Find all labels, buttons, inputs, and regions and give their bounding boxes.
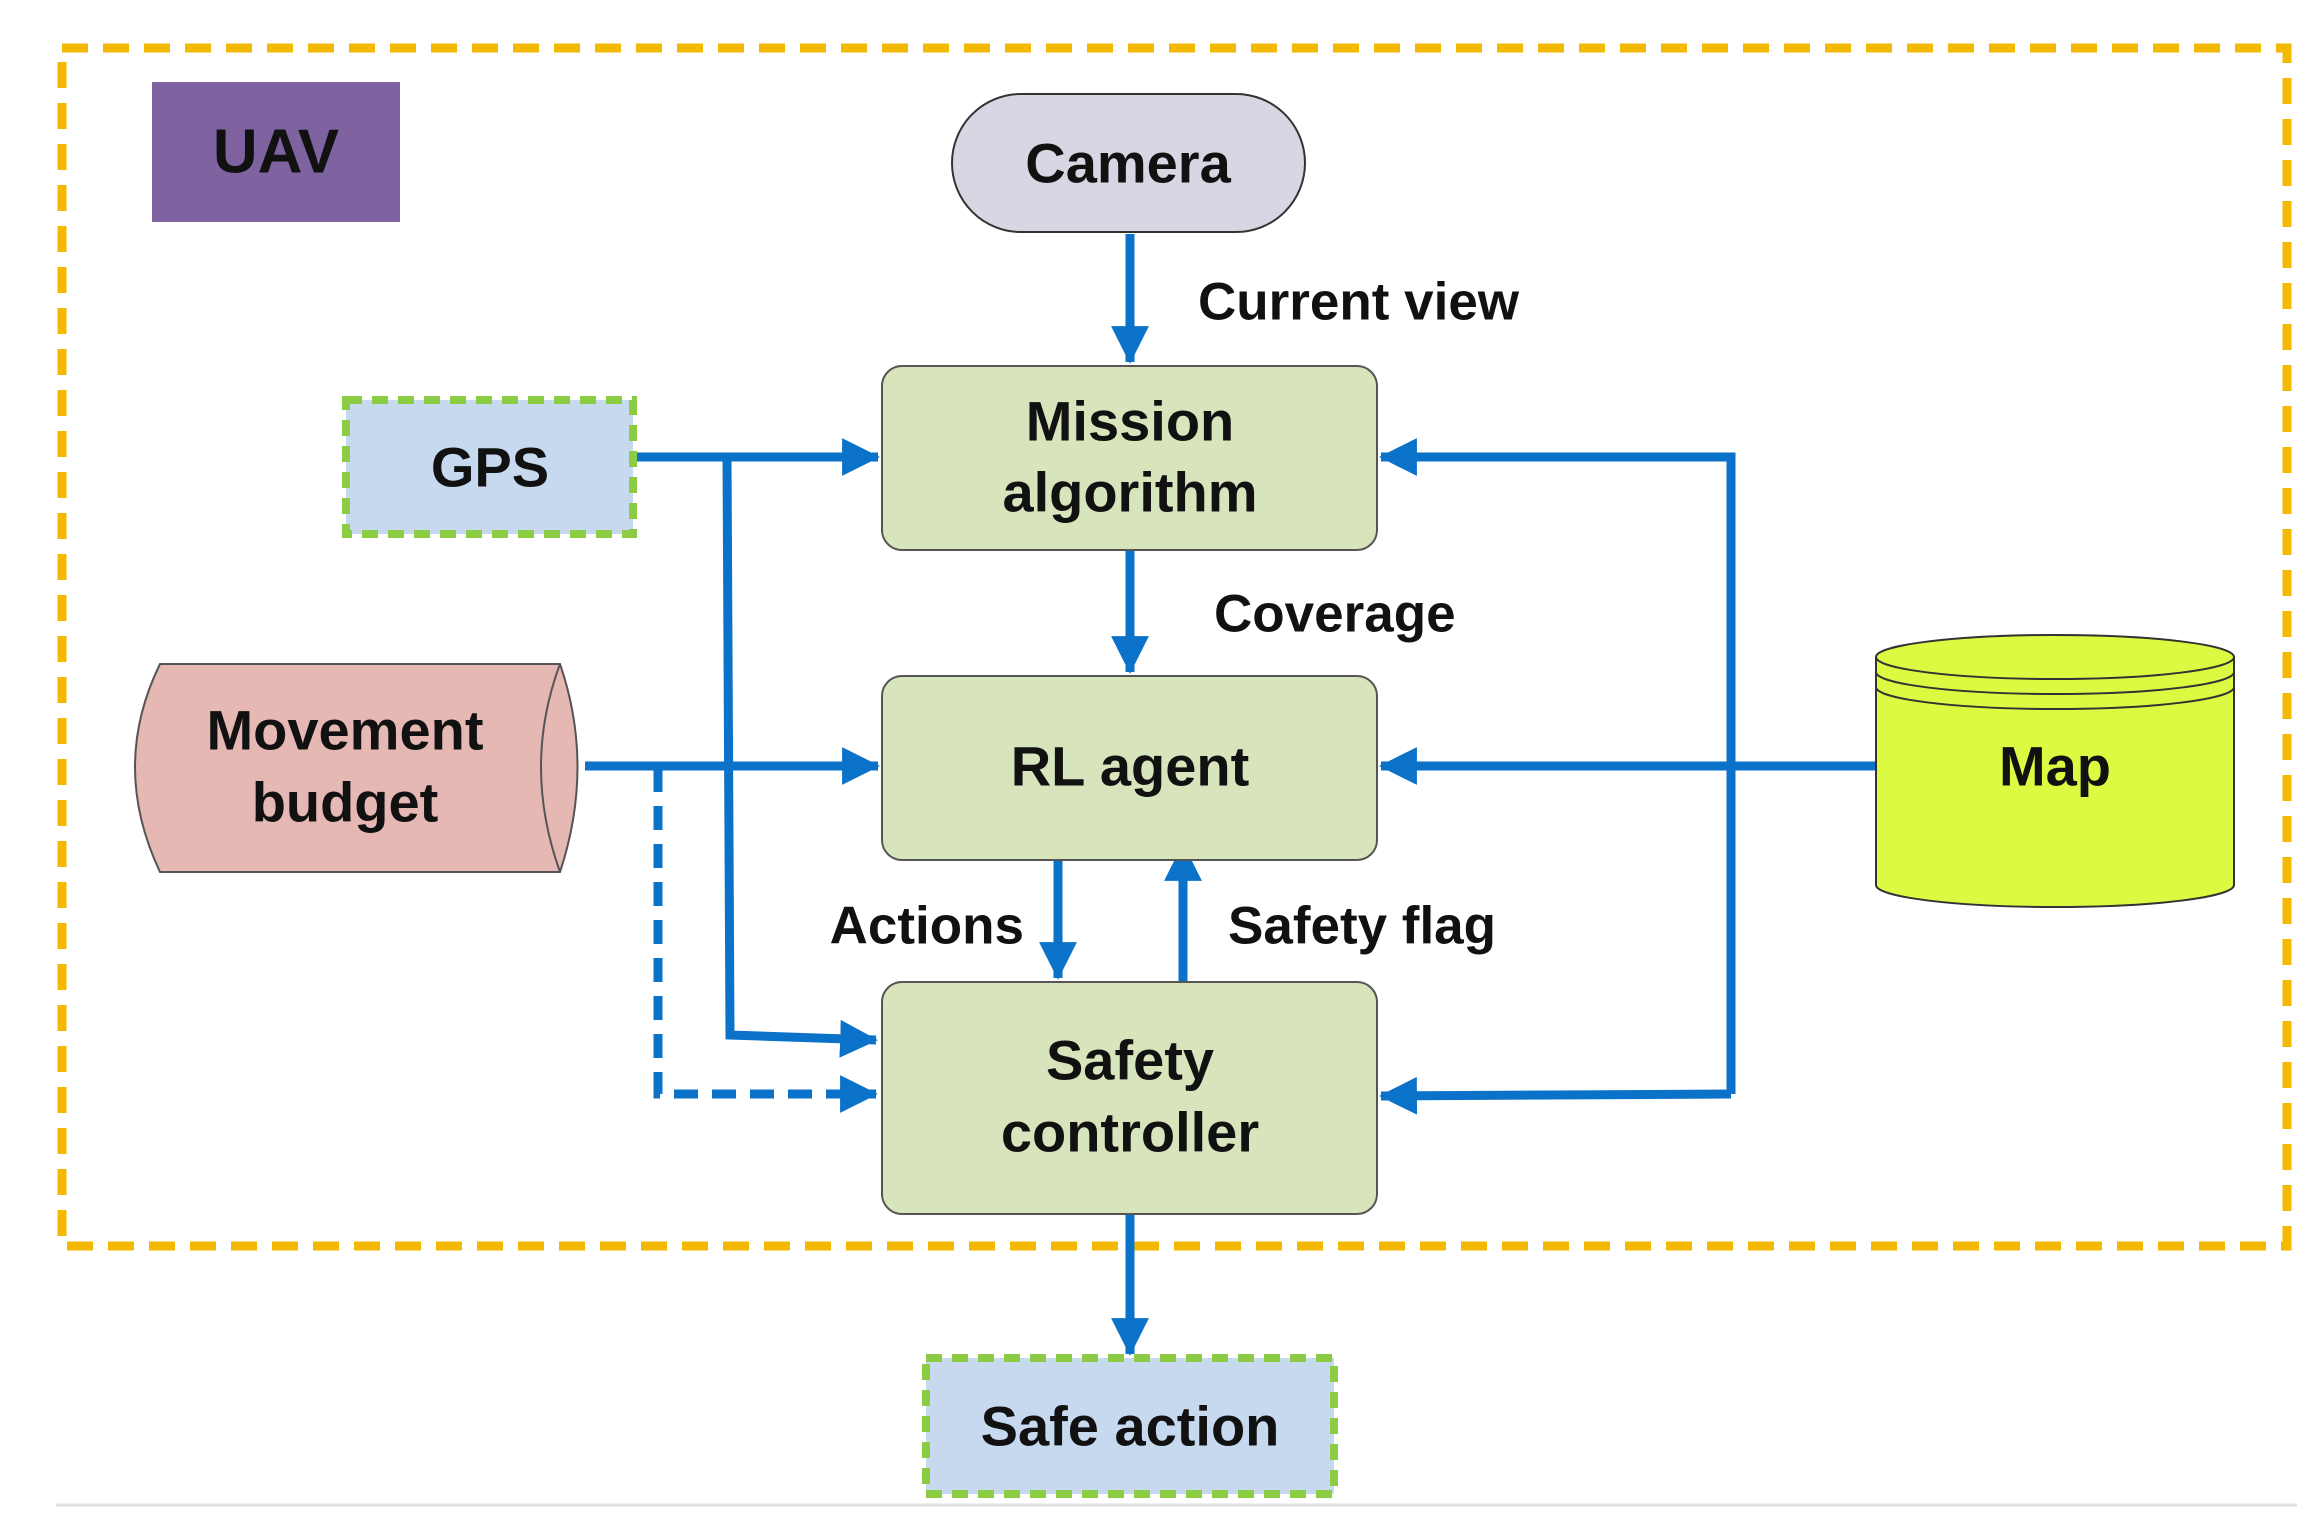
movement-label-line2: budget [252,771,439,834]
arrow-gps-to-safety [722,456,878,1058]
safe-action-node [922,1354,1338,1498]
map-node-ring-2 [1875,686,2235,710]
movement-budget-end-curve [540,663,561,873]
rl-agent-node [881,675,1378,861]
arrow-map-to-safety [1379,1076,1732,1115]
rl-agent-label: RL agent [1011,735,1250,798]
coverage-label: Coverage [1214,585,1456,644]
mission-algorithm-node [881,365,1378,551]
uav-frame [57,43,2292,1251]
safety-flag-label: Safety flag [1228,897,1496,956]
map-label: Map [1999,735,2111,798]
safety-label-line1: Safety [1046,1029,1214,1092]
uav-label: UAV [213,118,339,187]
safe-action-label: Safe action [981,1395,1280,1458]
safety-label-line2: controller [1001,1101,1259,1164]
mission-label-line1: Mission [1026,390,1234,453]
gps-label: GPS [431,436,549,499]
camera-node [951,93,1306,233]
actions-label: Actions [830,897,1024,956]
movement-label-line1: Movement [207,699,484,762]
uav-label-box [152,82,400,222]
map-node [1875,656,2235,908]
current-view-label: Current view [1198,273,1520,332]
safety-controller-node [881,981,1378,1215]
arrow-movement-to-safety-dashed [653,768,878,1113]
map-node-ring-1 [1875,671,2235,695]
mission-label-line2: algorithm [1002,461,1257,524]
camera-label: Camera [1025,132,1231,195]
gps-node [342,396,637,538]
map-node-top [1875,634,2235,680]
movement-budget-node [134,663,579,873]
arrow-map-to-mission [1379,438,1736,1094]
